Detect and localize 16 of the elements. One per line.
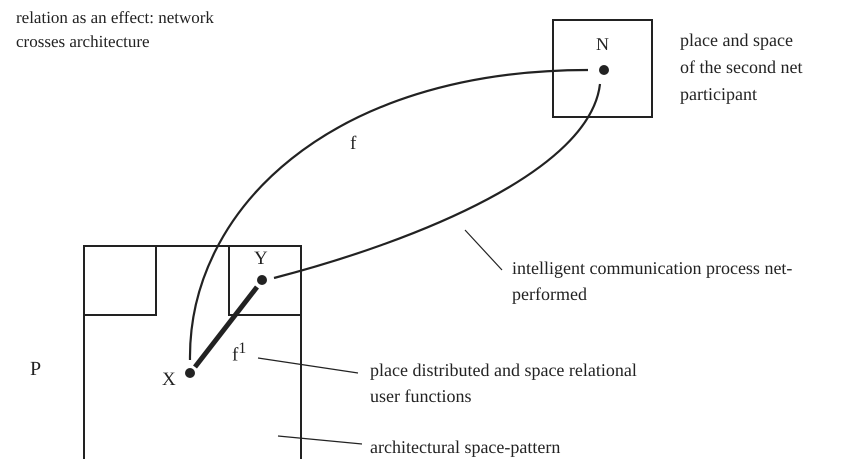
- building-label: P: [30, 357, 42, 381]
- leader-line: [464, 230, 502, 270]
- leader-line: [278, 435, 362, 445]
- place-description: place and space of the second net participant: [680, 29, 804, 106]
- annotation-text: intelligent communication process net-performed: [512, 257, 794, 306]
- diagram-caption: relation as an effect: network crosses architecture: [16, 7, 215, 53]
- room-outline: [83, 245, 157, 316]
- place-letter: N: [596, 33, 609, 55]
- annotation-text: architectural space-pattern: [370, 436, 562, 459]
- curved-connector: [188, 68, 588, 360]
- curved-connector: [274, 84, 602, 280]
- point-letter: X: [162, 369, 176, 391]
- leader-line: [258, 357, 358, 374]
- thick-connector: [193, 285, 259, 369]
- room-letter: Y: [254, 248, 268, 270]
- annotation-text: place distributed and space relational user functions: [370, 359, 638, 408]
